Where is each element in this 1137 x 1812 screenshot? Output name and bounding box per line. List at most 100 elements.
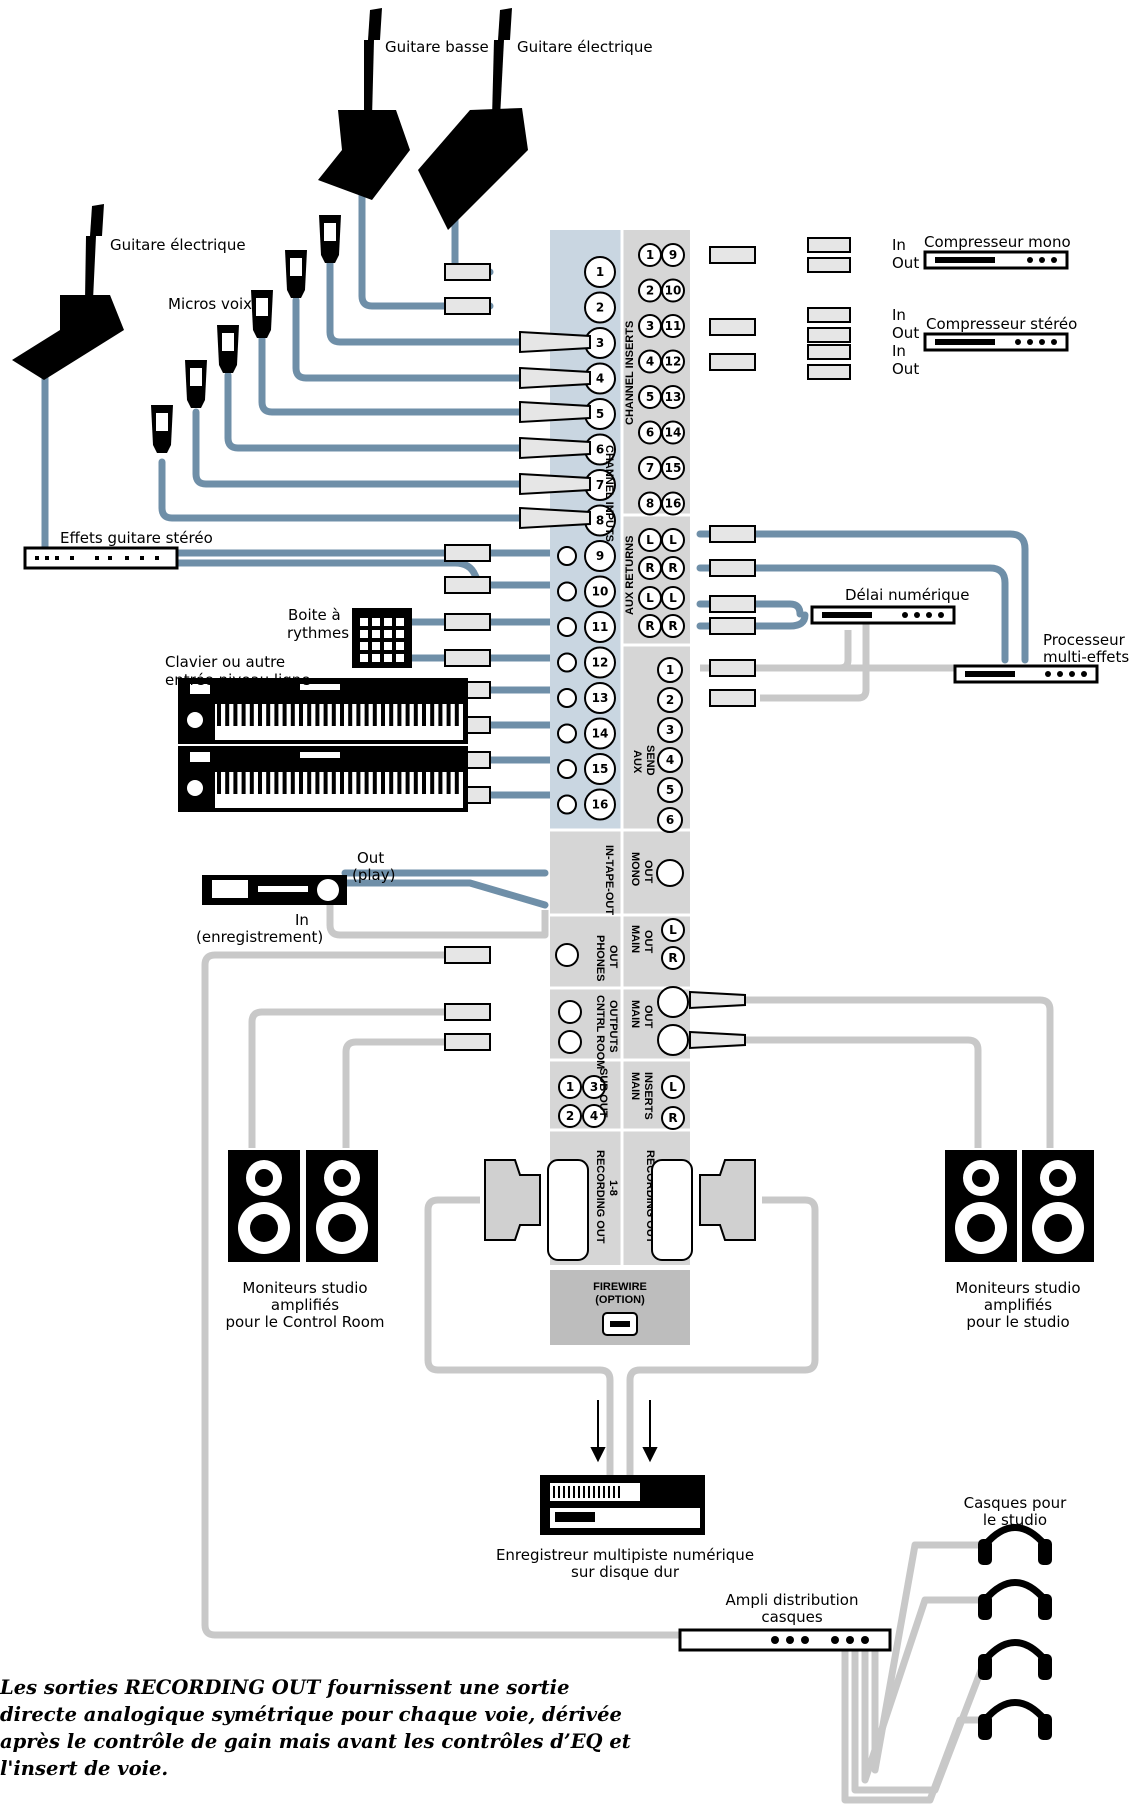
label-monitors-studio-1: Moniteurs studio: [955, 1279, 1080, 1297]
headphone-cup: [1038, 1714, 1052, 1740]
black-key: [454, 772, 459, 794]
xlr-jack: [584, 646, 616, 679]
black-key: [446, 704, 451, 726]
black-key: [331, 772, 336, 794]
headphone-band: [982, 1579, 1048, 1603]
main-jack: [661, 946, 685, 970]
aux-return-letter: L: [646, 591, 654, 605]
main-out-xlr: [657, 986, 689, 1018]
woofer-center: [1044, 1214, 1072, 1242]
jack-socket: [557, 759, 577, 779]
insert-jack: [661, 491, 685, 516]
label-keyboard-2: entrée niveau ligne: [165, 671, 311, 689]
channel-number: 10: [592, 585, 609, 599]
jack-socket: [557, 794, 577, 815]
label-guitar-fx: Effets guitare stéréo: [60, 529, 213, 547]
db25-left: [484, 1159, 589, 1261]
main-inserts-label-2: INSERTS: [642, 1072, 654, 1120]
black-key: [356, 772, 361, 794]
black-key: [340, 704, 344, 726]
jack-socket: [557, 546, 577, 566]
main-inserts-label-1: MAIN: [629, 1072, 641, 1100]
keyboards: [178, 678, 468, 812]
studio-monitors: [228, 1150, 1094, 1262]
sub-out-jack: [582, 1104, 606, 1128]
insert-number: 7: [646, 461, 654, 475]
caption-line-4: l'insert de voie.: [0, 1757, 169, 1780]
aux-return-jack: [661, 528, 685, 552]
plug: [444, 544, 491, 562]
channel-number: 14: [592, 727, 609, 741]
tape-label: IN-TAPE-OUT: [603, 845, 615, 915]
plug: [444, 297, 491, 315]
main-jack-letter: L: [669, 923, 677, 937]
arrow-icons: [590, 1400, 658, 1463]
aux-send-jack: [657, 747, 683, 773]
caption-line-3: après le contrôle de gain mais avant les…: [0, 1730, 631, 1753]
black-key: [438, 704, 443, 726]
plug: [444, 649, 491, 667]
label-recorder-2: sur disque dur: [571, 1563, 680, 1581]
hard-disk-recorder: [540, 1475, 705, 1535]
insert-jack: [661, 278, 685, 303]
black-key: [331, 704, 336, 726]
insert-number: 3: [646, 319, 654, 333]
output-jack: [558, 1030, 582, 1054]
label-keyboard-1: Clavier ou autre: [165, 653, 285, 671]
aux-send-number: 2: [666, 693, 674, 707]
ctrl-room-label-1: CNTRL ROOM: [594, 995, 606, 1069]
label-tape-out-2: (play): [352, 866, 395, 884]
caption-line-1: Les sorties RECORDING OUT fournissent un…: [0, 1676, 570, 1699]
mono-out-label-1: MONO: [629, 852, 641, 887]
insert-number: 13: [665, 390, 682, 404]
main-jack-letter: R: [668, 1111, 677, 1125]
xlr-plug: [519, 330, 591, 354]
multi-fx-unit: [953, 664, 1099, 684]
label-out-1: Out: [892, 254, 919, 272]
black-key: [438, 772, 443, 794]
drum-machine: [352, 608, 412, 668]
rec-out-1-label-1: RECORDING OUT: [594, 1150, 606, 1244]
tweeter-center: [255, 1169, 273, 1187]
aux-return-letter: R: [645, 561, 654, 575]
xlr-plug: [519, 436, 591, 460]
black-key: [323, 704, 328, 726]
guitar-electric-2-icon: [418, 8, 528, 230]
black-key: [422, 704, 426, 726]
xlr-jack: [584, 540, 616, 572]
label-in-3: In: [892, 342, 906, 360]
black-key: [348, 704, 353, 726]
insert-number: 8: [646, 497, 654, 511]
black-key: [233, 704, 238, 726]
xlr-jack: [584, 682, 616, 714]
headphone-cup: [1038, 1539, 1052, 1565]
keyboard-knob: [187, 780, 203, 796]
label-drum-machine-1: Boite à: [288, 606, 341, 624]
phones-out-label-2: OUT: [607, 945, 619, 969]
aux-send-jack: [657, 687, 683, 713]
headphone-band: [982, 1639, 1048, 1663]
black-key: [290, 772, 295, 794]
vocal-microphones: [151, 215, 341, 453]
jack-socket: [557, 652, 577, 673]
headphone-cup: [978, 1594, 992, 1620]
channel-number: 1: [596, 265, 604, 279]
xlr-plug: [689, 1030, 746, 1050]
plug: [709, 318, 756, 336]
output-jack: [555, 943, 579, 967]
label-out-2: Out: [892, 324, 919, 342]
plug: [444, 1033, 491, 1051]
black-key: [241, 704, 246, 726]
plug: [807, 257, 851, 273]
keyboard-display: [300, 684, 340, 690]
xlr-jack: [584, 788, 616, 821]
channel-inputs-label: CHANNEL INPUTS: [603, 445, 615, 542]
headphone-band: [982, 1524, 1048, 1548]
insert-number: 2: [646, 284, 654, 298]
mono-out-jack: [656, 859, 684, 887]
guitar-electric-1-icon: [12, 204, 124, 380]
sub-out-jack: [582, 1075, 606, 1099]
firewire-port-icon: [602, 1312, 638, 1336]
aux-send-number: 5: [666, 783, 674, 797]
tweeter-center: [333, 1169, 351, 1187]
